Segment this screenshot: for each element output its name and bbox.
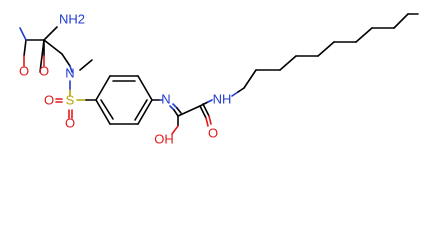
amide-nh-label: NH [213, 91, 232, 106]
amide-oxygen-label: O [39, 63, 49, 78]
benzene-ring [95, 75, 153, 125]
chemical-structure: NH2 O O N S O O N OH O NH [19, 11, 419, 146]
amide-oxygen-label-2: O [19, 63, 29, 78]
atom-labels: NH2 O O N S O O N OH O NH [19, 11, 231, 146]
bonds-sulfonyl [55, 80, 97, 119]
carbonyl-oxygen-label: O [208, 125, 218, 140]
methyl-n-label: N [65, 65, 74, 80]
imine-n-label: N [161, 91, 170, 106]
bonds-oxamide [19, 26, 93, 73]
amide-nh2-label: NH2 [59, 11, 85, 26]
sulfur-label: S [66, 92, 75, 107]
hydroxyl-label: OH [154, 131, 174, 146]
decyl-chain [231, 13, 419, 97]
sulfonyl-oxygen-bottom-label: O [65, 115, 75, 130]
structure-svg: NH2 O O N S O O N OH O NH [19, 11, 419, 146]
sulfonyl-oxygen-left-label: O [44, 92, 54, 107]
bonds-oxalamide-chain [151, 99, 213, 135]
